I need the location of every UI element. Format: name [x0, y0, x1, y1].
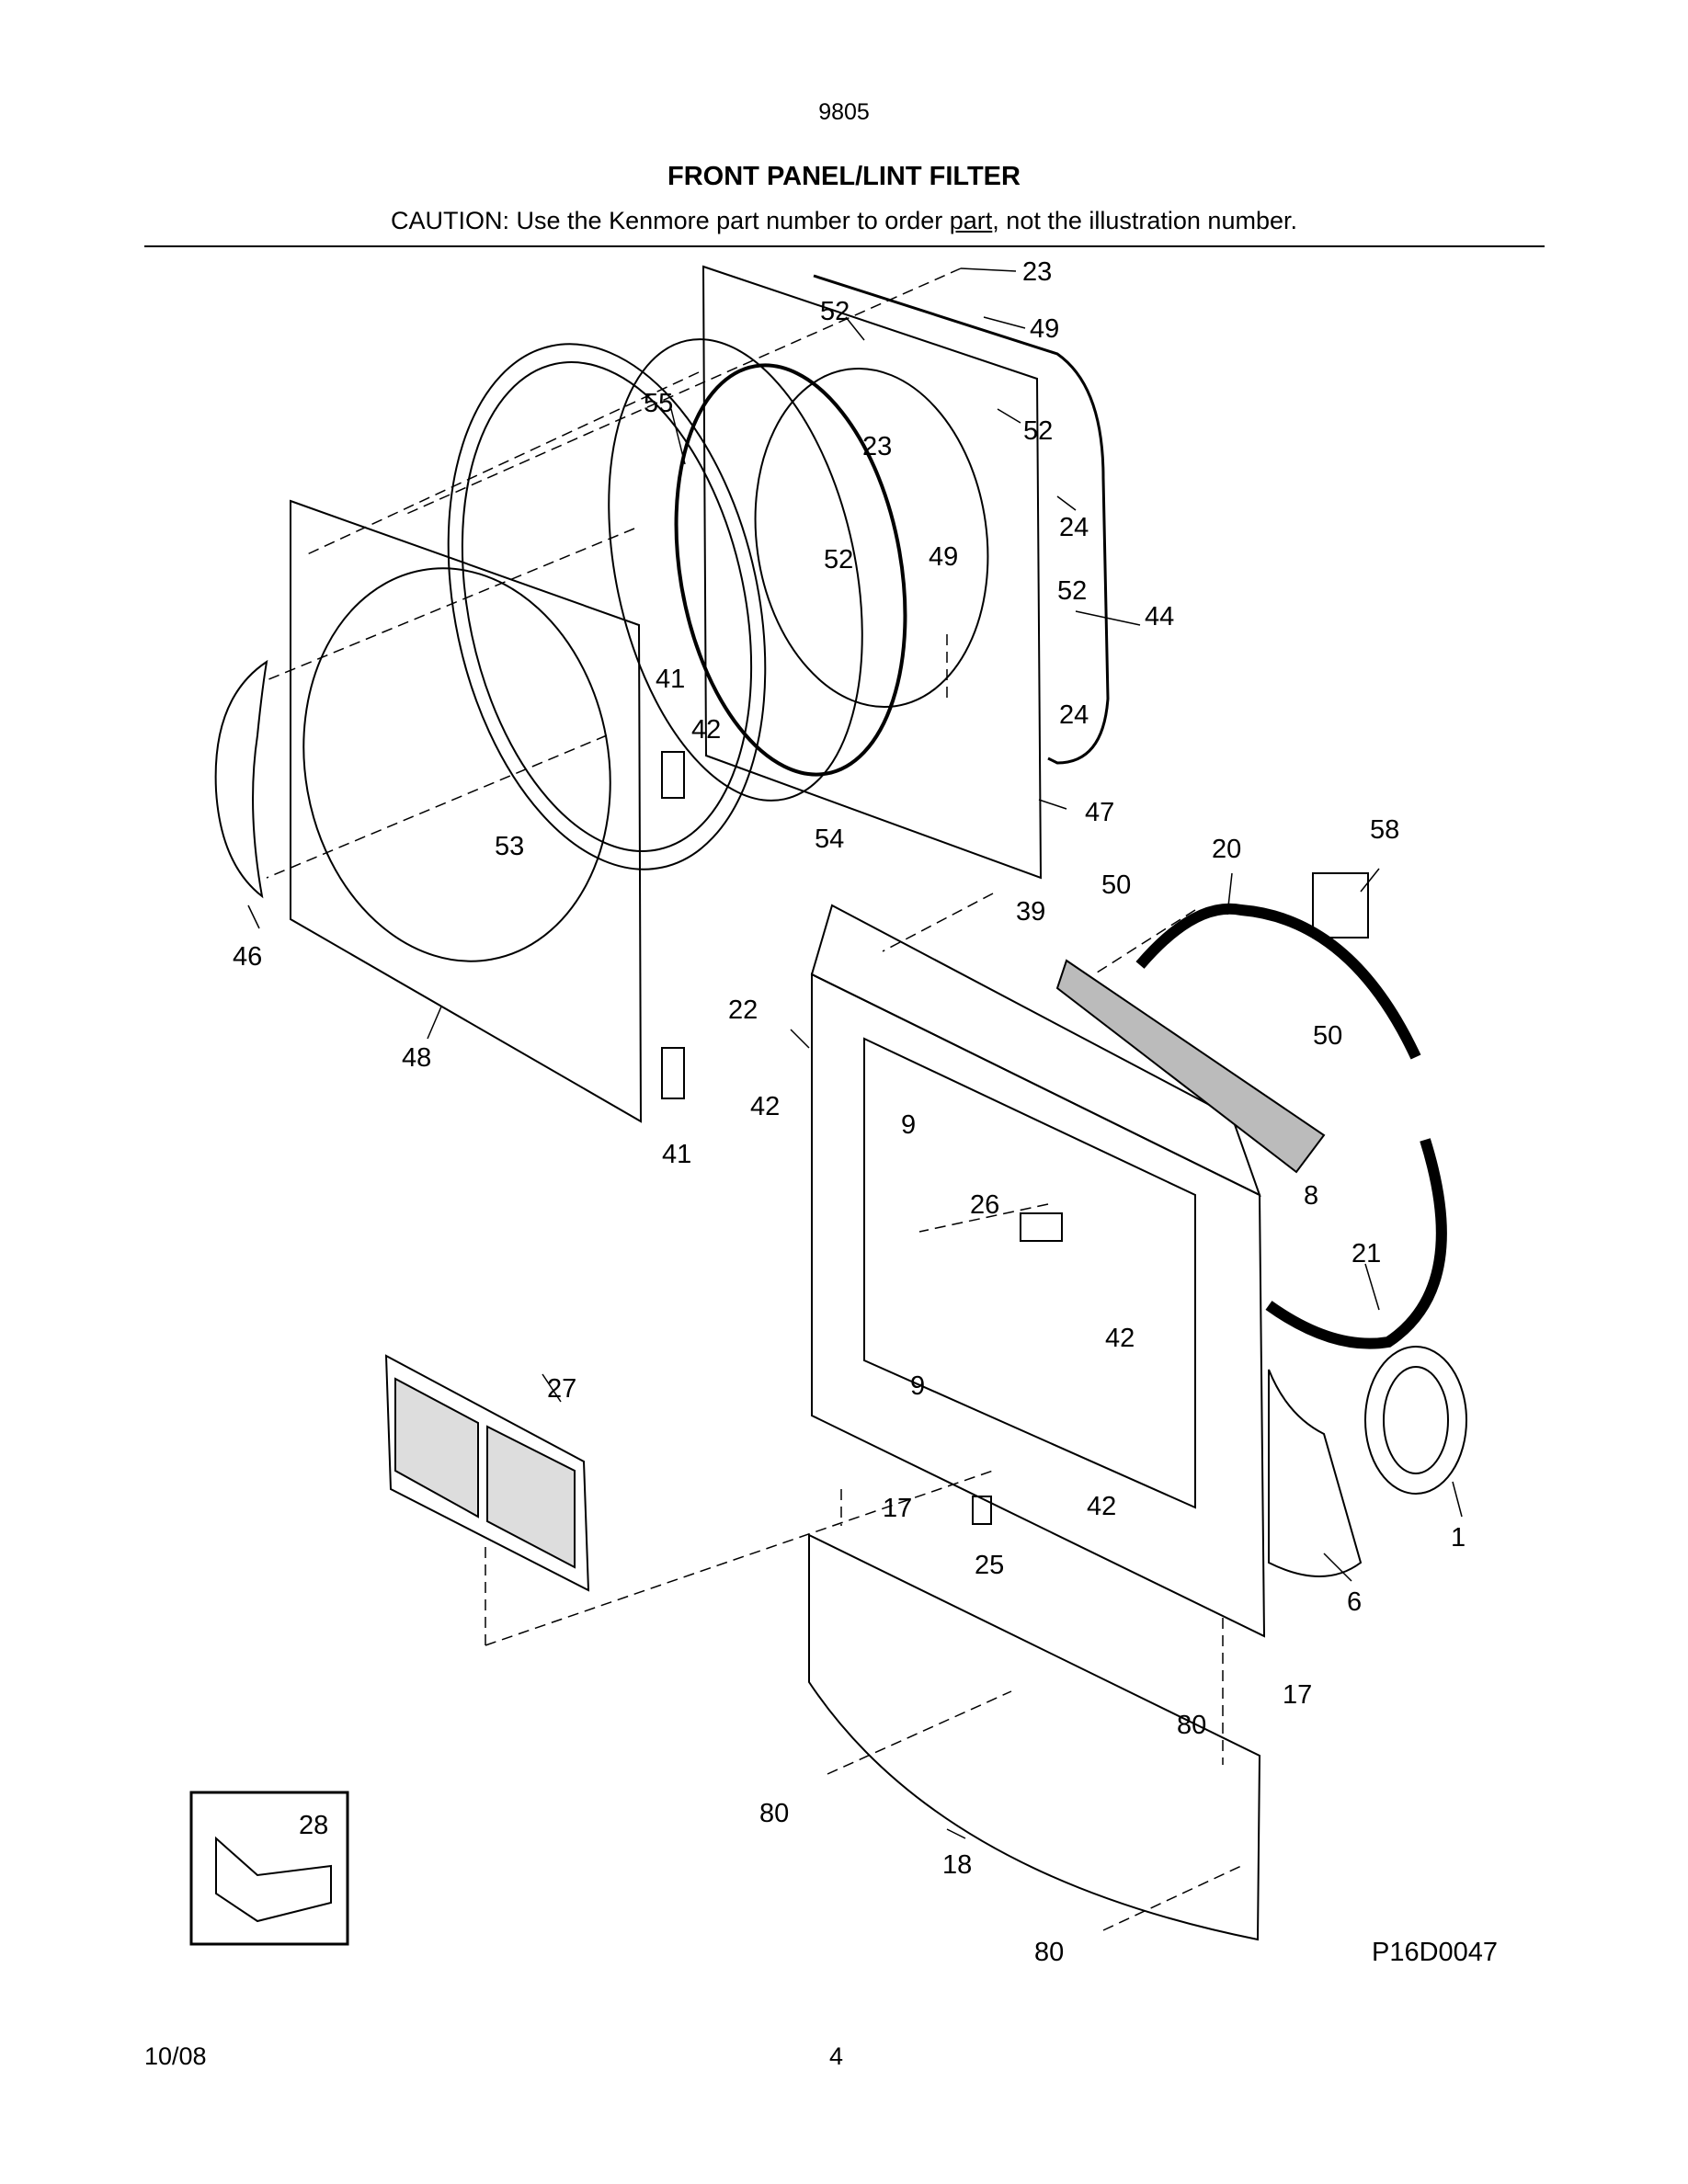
- callout-26: 26: [970, 1190, 999, 1220]
- duct-6: [1268, 1369, 1363, 1577]
- callout-1: 1: [1451, 1523, 1466, 1553]
- front-frame-22-inner: [863, 1037, 1196, 1509]
- bracket-28: [215, 1836, 332, 1923]
- header-rule: [144, 245, 1545, 247]
- callout-46: 46: [233, 942, 262, 972]
- callout-17: 17: [1283, 1680, 1312, 1710]
- front-panel-48: [290, 499, 643, 1123]
- callout-23: 23: [862, 432, 892, 461]
- callout-52: 52: [1057, 576, 1087, 606]
- part-25: [972, 1496, 992, 1525]
- diagram-code: P16D0047: [1372, 1938, 1498, 1967]
- callout-9: 9: [910, 1371, 925, 1401]
- seal-21: [1265, 1138, 1447, 1349]
- inset-box-28: [189, 1791, 349, 1946]
- footer-page-number: 4: [829, 2042, 844, 2070]
- callout-42: 42: [1087, 1492, 1116, 1521]
- page-title: FRONT PANEL/LINT FILTER: [667, 162, 1021, 191]
- callout-8: 8: [1304, 1181, 1318, 1211]
- callout-22: 22: [728, 995, 758, 1025]
- callout-20: 20: [1212, 835, 1241, 864]
- callout-52: 52: [824, 545, 853, 574]
- callout-27: 27: [547, 1374, 576, 1404]
- callout-54: 54: [815, 825, 844, 854]
- model-number: 9805: [818, 99, 870, 125]
- panel-opening: [754, 367, 989, 709]
- callout-50: 50: [1313, 1021, 1342, 1051]
- callout-42: 42: [750, 1092, 780, 1121]
- callout-80: 80: [1034, 1938, 1064, 1967]
- frame-53: [447, 343, 767, 870]
- callout-55: 55: [644, 389, 673, 418]
- callout-50: 50: [1101, 870, 1131, 900]
- callout-39: 39: [1016, 897, 1045, 927]
- callout-18: 18: [942, 1850, 972, 1880]
- callout-6: 6: [1347, 1587, 1362, 1617]
- callout-52: 52: [1023, 416, 1053, 446]
- leader-lines: [247, 267, 1463, 1839]
- callout-52: 52: [820, 297, 850, 326]
- alignment-lines: [266, 267, 1242, 1931]
- hinge-41-lower: [661, 1047, 685, 1099]
- callout-49: 49: [1030, 314, 1059, 344]
- toe-panel-18: [808, 1533, 1261, 1941]
- front-panel-47: [701, 265, 1043, 880]
- lint-filter-27: [384, 1354, 590, 1592]
- callout-44: 44: [1145, 602, 1174, 631]
- part-26: [1020, 1212, 1063, 1242]
- callout-28: 28: [299, 1811, 328, 1840]
- callout-47: 47: [1085, 798, 1114, 827]
- ring-55: [674, 363, 907, 777]
- frame-top-flange: [810, 904, 1261, 1197]
- caution-text-end: , not the illustration number.: [992, 207, 1297, 234]
- callout-80: 80: [1177, 1711, 1206, 1740]
- callout-21: 21: [1352, 1239, 1381, 1268]
- callout-17: 17: [883, 1494, 912, 1523]
- lint-filter-27-mesh: [394, 1377, 479, 1519]
- lint-screen-8: [1055, 959, 1326, 1174]
- footer-date: 10/08: [144, 2042, 207, 2070]
- callout-49: 49: [929, 542, 958, 572]
- callout-9: 9: [901, 1110, 916, 1140]
- seal-20: [1135, 903, 1421, 1060]
- callout-24: 24: [1059, 700, 1089, 730]
- callout-42: 42: [691, 715, 721, 745]
- callout-23: 23: [1022, 257, 1052, 287]
- callout-48: 48: [402, 1043, 431, 1073]
- callout-41: 41: [662, 1140, 691, 1169]
- gasket-44: [813, 274, 1110, 765]
- hinge-41-upper: [661, 751, 685, 799]
- callout-53: 53: [495, 832, 524, 861]
- caution-text: CAUTION: Use the Kenmore part number to …: [391, 207, 950, 234]
- seal-ring-1-inner: [1383, 1366, 1449, 1474]
- callout-25: 25: [975, 1551, 1004, 1580]
- frame-53-inner: [461, 361, 753, 852]
- callout-42: 42: [1105, 1324, 1135, 1353]
- switch-58: [1312, 872, 1369, 938]
- callout-24: 24: [1059, 513, 1089, 542]
- seal-ring-1: [1364, 1346, 1467, 1495]
- caution-note: CAUTION: Use the Kenmore part number to …: [0, 207, 1688, 235]
- callout-80: 80: [759, 1799, 789, 1828]
- handle-46: [214, 659, 268, 899]
- callout-41: 41: [656, 665, 685, 694]
- drum-bearing-54: [608, 338, 863, 802]
- callout-labels: 23 52 49 55 52 23 24 52 49 52 44 24 41 4…: [233, 257, 1498, 1967]
- callout-58: 58: [1370, 815, 1399, 845]
- lint-filter-27-mesh-2: [486, 1425, 576, 1569]
- door-opening: [302, 567, 611, 962]
- caution-underlined-word: part: [949, 207, 993, 234]
